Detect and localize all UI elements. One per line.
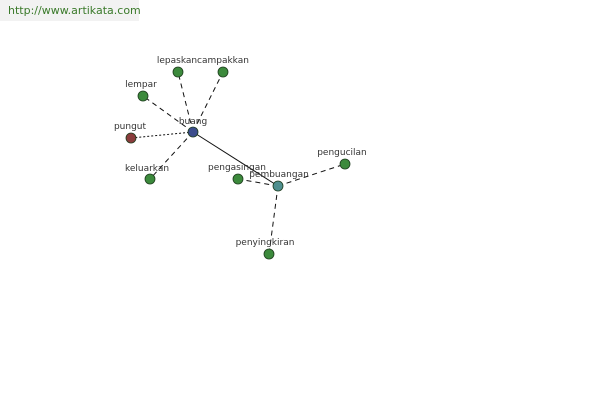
node-keluarkan[interactable] (144, 173, 156, 185)
node-label-pungut[interactable]: pungut (114, 122, 147, 132)
node-buang[interactable] (187, 126, 199, 138)
node-label-pengucilan[interactable]: pengucilan (317, 148, 367, 158)
node-label-penyingkiran[interactable]: penyingkiran (236, 238, 295, 248)
node-penyingkiran[interactable] (263, 248, 275, 260)
node-campakkan[interactable] (217, 66, 229, 78)
node-label-keluarkan[interactable]: keluarkan (125, 164, 169, 174)
edge-buang-pungut (130, 131, 194, 139)
node-pengasingan[interactable] (232, 173, 244, 185)
edge-pembuangan-pengucilan (277, 163, 346, 187)
node-pembuangan[interactable] (272, 180, 284, 192)
node-pungut[interactable] (125, 132, 137, 144)
edges-layer (130, 71, 346, 255)
node-label-pengasingan[interactable]: pengasingan (208, 163, 266, 173)
node-label-lepaskan[interactable]: lepaskan (157, 56, 197, 66)
edge-buang-lepaskan (177, 71, 194, 133)
source-bar: http://www.artikata.com (0, 0, 141, 21)
node-lempar[interactable] (137, 90, 149, 102)
source-url[interactable]: http://www.artikata.com (8, 4, 141, 17)
node-label-buang[interactable]: buang (179, 117, 207, 127)
edge-pembuangan-penyingkiran (268, 185, 279, 255)
node-pengucilan[interactable] (339, 158, 351, 170)
node-label-campakkan[interactable]: campakkan (197, 56, 249, 66)
node-label-pembuangan[interactable]: pembuangan (249, 170, 309, 180)
edge-buang-lempar (142, 95, 194, 133)
edge-buang-keluarkan (149, 131, 194, 180)
edge-buang-campakkan (192, 71, 224, 133)
nodes-layer (125, 66, 351, 260)
edge-buang-pembuangan (192, 131, 279, 187)
node-label-lempar[interactable]: lempar (125, 80, 157, 90)
node-lepaskan[interactable] (172, 66, 184, 78)
edge-pembuangan-pengasingan (237, 178, 279, 187)
